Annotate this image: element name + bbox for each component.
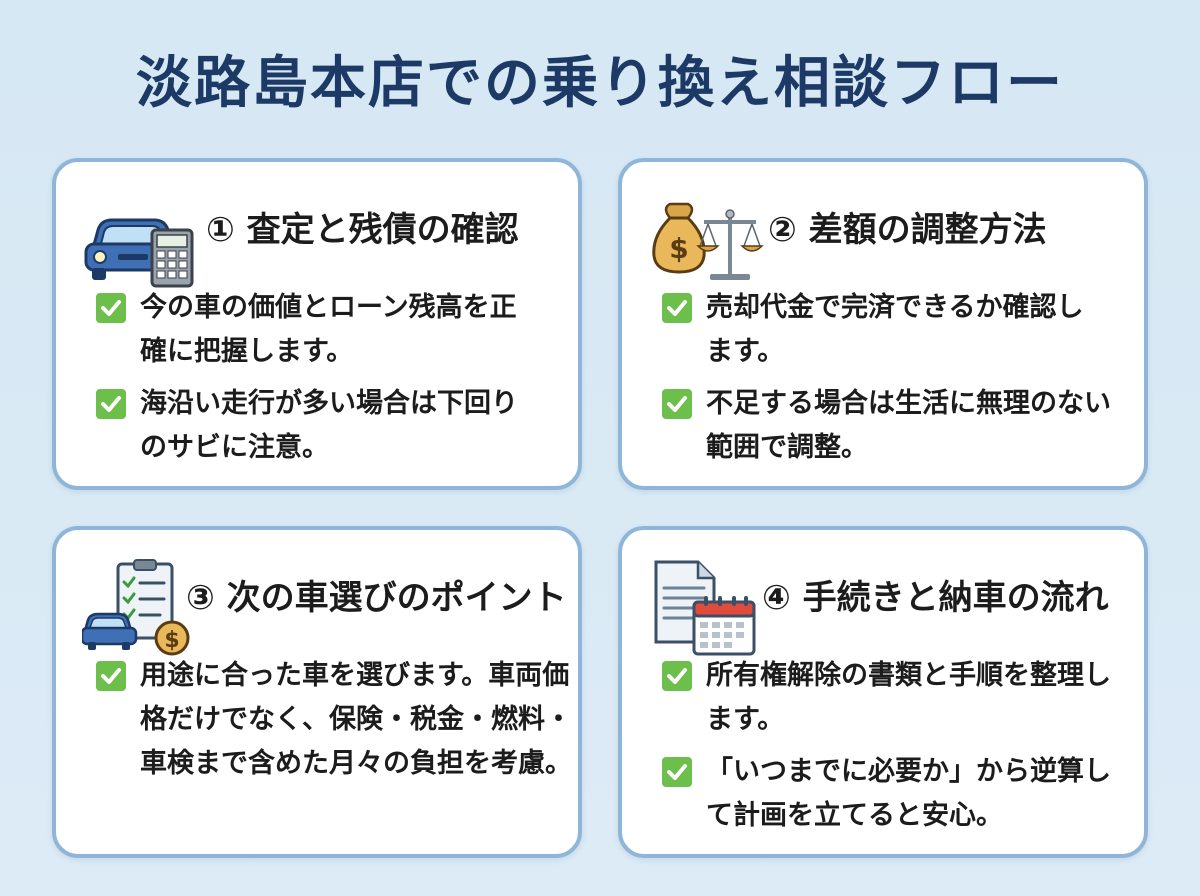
card-title: ② 差額の調整方法: [768, 210, 1047, 250]
list-item-text: 不足する場合は生活に無理のない範囲で調整。: [706, 388, 1111, 463]
money-bag-scale-icon: $: [648, 190, 764, 290]
svg-text:$: $: [164, 628, 179, 653]
list-item-text: 売却代金で完済できるか確認します。: [706, 292, 1084, 367]
document-calendar-icon: [648, 558, 764, 658]
list-item-text: 用途に合った車を選びます。車両価格だけでなく、保険・税金・燃料・車検まで含めた月…: [140, 660, 572, 779]
list-item: 不足する場合は生活に無理のない範囲で調整。: [662, 382, 1136, 470]
list-item-text: 海沿い走行が多い場合は下回りのサビに注意。: [140, 388, 518, 463]
checkbox-check-icon: [662, 389, 692, 419]
checkbox-check-icon: [662, 293, 692, 323]
car-calculator-icon: [82, 190, 198, 290]
checkbox-check-icon: [662, 757, 692, 787]
list-item-text: 今の車の価値とローン残高を正確に把握します。: [140, 292, 517, 367]
card-title: ④ 手続きと納車の流れ: [762, 578, 1109, 618]
card-title: ① 査定と残債の確認: [206, 210, 519, 250]
card-difference: $ ② 差額の調整方法 売却代金で完済できるか確認します。 不足する場合は生活に…: [618, 158, 1148, 490]
list-item: 今の車の価値とローン残高を正確に把握します。: [96, 286, 540, 374]
item-list: 売却代金で完済できるか確認します。 不足する場合は生活に無理のない範囲で調整。: [662, 286, 1128, 478]
card-next-car: $ ③ 次の車選びのポイント 用途に合った車を選びます。車両価格だけでなく、保険…: [52, 526, 582, 858]
list-item-text: 所有権解除の書類と手順を整理します。: [706, 660, 1111, 735]
item-list: 所有権解除の書類と手順を整理します。 「いつまでに必要か」から逆算して計画を立て…: [662, 654, 1128, 846]
page-title: 淡路島本店での乗り換え相談フロー: [136, 51, 1064, 116]
list-item: 用途に合った車を選びます。車両価格だけでなく、保険・税金・燃料・車検まで含めた月…: [96, 654, 580, 786]
list-item: 海沿い走行が多い場合は下回りのサビに注意。: [96, 382, 530, 470]
checkbox-check-icon: [96, 389, 126, 419]
list-item: 「いつまでに必要か」から逆算して計画を立てると安心。: [662, 750, 1136, 838]
card-procedure: ④ 手続きと納車の流れ 所有権解除の書類と手順を整理します。 「いつまでに必要か…: [618, 526, 1148, 858]
checkbox-check-icon: [662, 661, 692, 691]
car-checklist-coin-icon: $: [80, 558, 198, 658]
checkbox-check-icon: [96, 661, 126, 691]
checkbox-check-icon: [96, 293, 126, 323]
card-title: ③ 次の車選びのポイント: [186, 578, 567, 618]
card-assessment: ① 査定と残債の確認 今の車の価値とローン残高を正確に把握します。 海沿い走行が…: [52, 158, 582, 490]
item-list: 今の車の価値とローン残高を正確に把握します。 海沿い走行が多い場合は下回りのサビ…: [96, 286, 562, 478]
list-item-text: 「いつまでに必要か」から逆算して計画を立てると安心。: [706, 756, 1111, 831]
list-item: 所有権解除の書類と手順を整理します。: [662, 654, 1136, 742]
list-item: 売却代金で完済できるか確認します。: [662, 286, 1106, 374]
item-list: 用途に合った車を選びます。車両価格だけでなく、保険・税金・燃料・車検まで含めた月…: [96, 654, 572, 794]
svg-text:$: $: [669, 232, 688, 265]
